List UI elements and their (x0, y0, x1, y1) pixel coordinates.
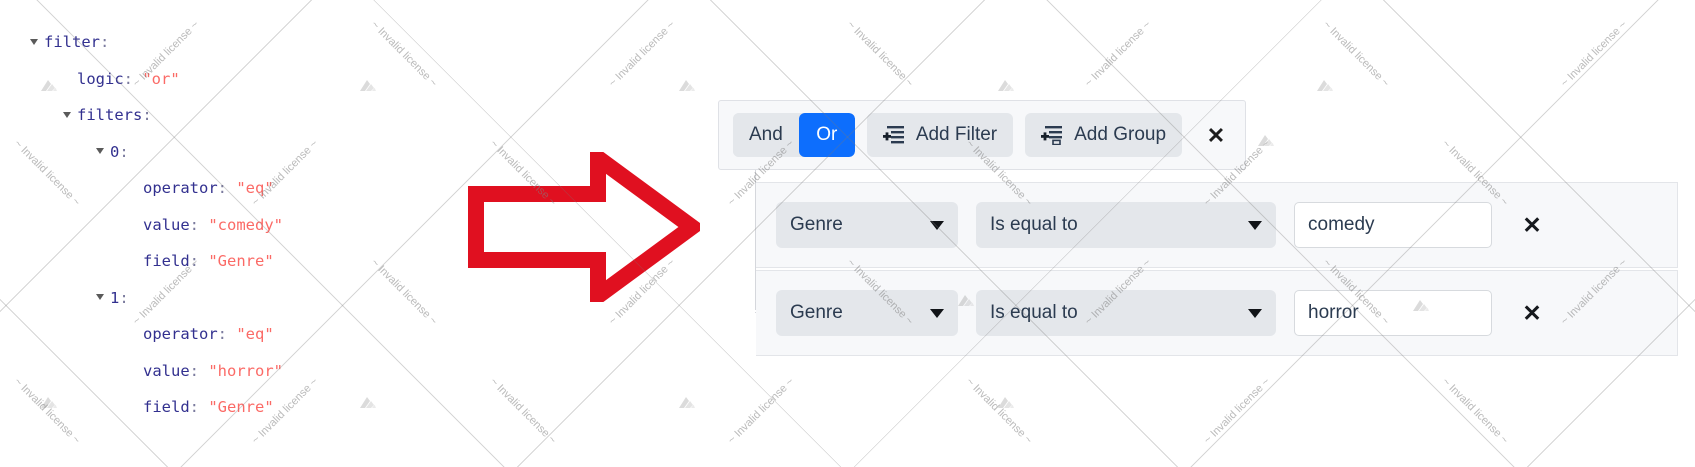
watermark-logo-icon (676, 392, 698, 414)
filter-row: Genre Is equal to ✕ (756, 270, 1678, 356)
json-punctuation: : (100, 33, 110, 51)
operator-dropdown-0[interactable]: Is equal to (976, 202, 1276, 248)
watermark-text: ~ Invalid license ~ (1439, 375, 1511, 447)
add-group-icon (1041, 125, 1063, 146)
json-tree-row: field: "Genre" (143, 398, 274, 416)
filter-row: Genre Is equal to ✕ (756, 182, 1678, 268)
operator-dropdown-value-1: Is equal to (990, 302, 1078, 323)
json-key: filters (77, 106, 143, 124)
filter-group-header: And Or Add Filter (718, 100, 1246, 170)
json-punctuation: : (189, 361, 200, 380)
chevron-down-icon (930, 220, 944, 230)
add-group-label: Add Group (1074, 124, 1167, 145)
json-key: value (143, 215, 190, 234)
chevron-down-icon (1248, 220, 1262, 230)
field-dropdown-value-1: Genre (790, 302, 843, 323)
json-tree-row: operator: "eq" (143, 179, 274, 197)
json-key: filter (44, 33, 100, 51)
json-value: "comedy" (199, 215, 284, 234)
field-dropdown-value-0: Genre (790, 214, 843, 235)
json-tree-row: filters: (63, 106, 152, 124)
json-value: "Genre" (199, 252, 274, 270)
json-punctuation: : (189, 252, 200, 270)
watermark-text: ~ Invalid license ~ (1082, 18, 1154, 90)
tree-trunk-line (755, 170, 756, 310)
watermark-logo-icon (995, 392, 1017, 414)
watermark-text: ~ Invalid license ~ (606, 18, 678, 90)
json-key: 1 (110, 288, 120, 307)
watermark-text: ~ Invalid license ~ (1320, 18, 1392, 90)
json-value: "horror" (199, 361, 284, 380)
json-tree-row: 0: (96, 143, 129, 161)
json-key: logic (77, 69, 124, 88)
json-key: field (143, 398, 190, 416)
json-value: "Genre" (199, 398, 274, 416)
logic-button-and[interactable]: And (733, 113, 799, 157)
remove-filter-button-0[interactable]: ✕ (1516, 209, 1548, 241)
expand-triangle-icon[interactable] (96, 148, 104, 154)
field-dropdown-0[interactable]: Genre (776, 202, 958, 248)
chevron-down-icon (1248, 308, 1262, 318)
remove-filter-button-1[interactable]: ✕ (1516, 297, 1548, 329)
json-value: "or" (133, 69, 180, 88)
add-filter-button[interactable]: Add Filter (866, 113, 1014, 157)
query-builder: And Or Add Filter (718, 100, 1678, 356)
watermark-text: ~ Invalid license ~ (1201, 375, 1273, 447)
json-key: operator (143, 179, 218, 197)
watermark-logo-icon (1314, 75, 1336, 97)
add-group-button[interactable]: Add Group (1025, 113, 1183, 157)
json-tree-row: field: "Genre" (143, 252, 274, 270)
watermark-logo-icon (995, 75, 1017, 97)
watermark-text: ~ Invalid license ~ (963, 375, 1035, 447)
json-punctuation: : (189, 215, 200, 234)
remove-group-button[interactable]: ✕ (1201, 121, 1231, 151)
json-punctuation: : (142, 106, 152, 124)
watermark-text: ~ Invalid license ~ (487, 375, 559, 447)
arrow-icon (468, 142, 706, 312)
watermark-text: ~ Invalid license ~ (844, 18, 916, 90)
logic-toggle-group[interactable]: And Or (733, 113, 855, 157)
json-key: operator (143, 325, 218, 343)
json-tree-panel: filter:logic: "or"filters:0:operator: "e… (0, 0, 430, 467)
json-punctuation: : (119, 142, 129, 161)
json-tree-row: filter: (30, 33, 109, 51)
json-key: 0 (110, 142, 120, 161)
add-filter-icon (882, 125, 905, 145)
json-tree-row: operator: "eq" (143, 325, 274, 343)
json-tree-row: 1: (96, 289, 129, 307)
json-key: field (143, 252, 190, 270)
json-tree-row: value: "horror" (143, 362, 283, 380)
json-punctuation: : (123, 69, 134, 88)
json-punctuation: : (119, 288, 129, 307)
watermark-logo-icon (676, 75, 698, 97)
json-punctuation: : (217, 325, 227, 343)
logic-button-or[interactable]: Or (798, 113, 855, 157)
expand-triangle-icon[interactable] (30, 38, 38, 45)
json-punctuation: : (189, 398, 200, 416)
json-key: value (143, 361, 190, 380)
value-input-1[interactable] (1294, 290, 1492, 336)
value-input-0[interactable] (1294, 202, 1492, 248)
add-filter-label: Add Filter (915, 124, 998, 145)
json-value: "eq" (227, 179, 274, 197)
watermark-text: ~ Invalid license ~ (1558, 18, 1630, 90)
json-tree-row: logic: "or" (77, 70, 180, 88)
operator-dropdown-value-0: Is equal to (990, 214, 1078, 235)
red-arrow-annotation (468, 142, 706, 312)
watermark-text: ~ Invalid license ~ (725, 375, 797, 447)
expand-triangle-icon[interactable] (63, 111, 71, 118)
operator-dropdown-1[interactable]: Is equal to (976, 290, 1276, 336)
json-tree-row: value: "comedy" (143, 216, 283, 234)
field-dropdown-1[interactable]: Genre (776, 290, 958, 336)
chevron-down-icon (930, 308, 944, 318)
json-value: "eq" (227, 325, 274, 343)
json-punctuation: : (217, 179, 227, 197)
expand-triangle-icon[interactable] (96, 294, 104, 300)
